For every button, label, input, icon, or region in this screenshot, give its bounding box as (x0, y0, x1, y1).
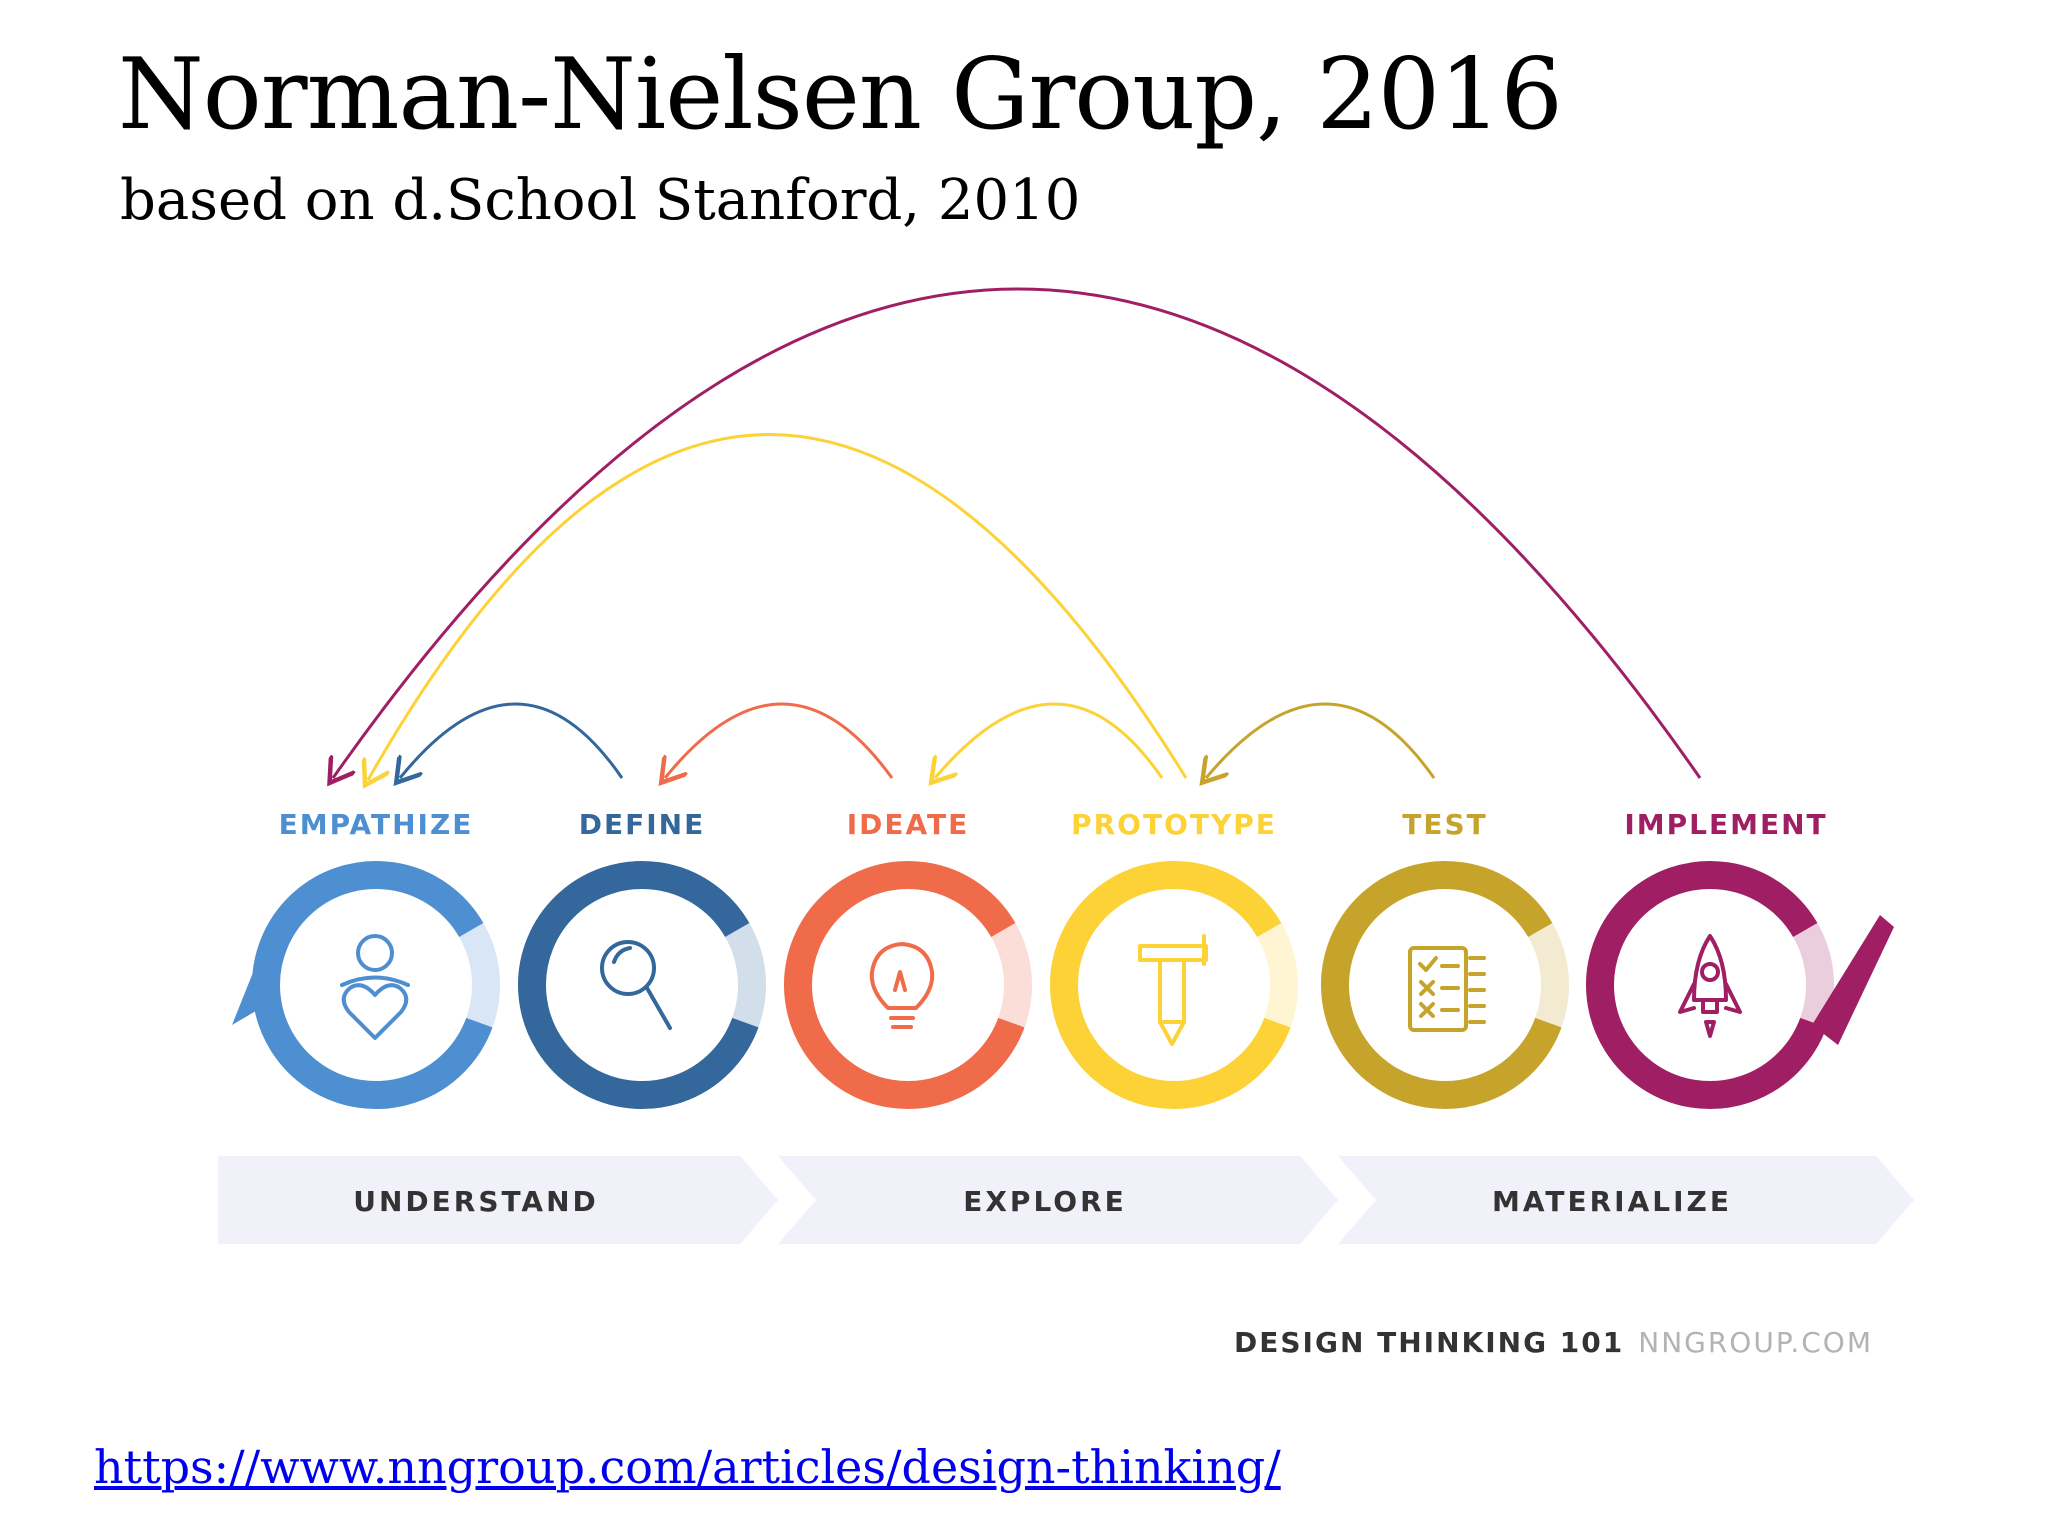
test-feedback-arc (1206, 702, 1436, 778)
define-feedback-arc (400, 702, 624, 778)
phase-label-understand: UNDERSTAND (353, 1185, 599, 1218)
stage-ring-test (1321, 861, 1569, 1109)
credit-site: NNGROUP.COM (1638, 1326, 1873, 1359)
stage-ring-tail (232, 915, 276, 1025)
prototype-small-arc (935, 702, 1164, 778)
stage-ring-implement (1586, 861, 1894, 1109)
lightbulb-icon (869, 942, 935, 1029)
stage-ring-empathize (232, 861, 500, 1109)
phase-label-materialize: MATERIALIZE (1492, 1185, 1732, 1218)
stage-label-implement: IMPLEMENT (1624, 808, 1827, 841)
stage-ring-ideate (784, 861, 1032, 1109)
stage-label-define: DEFINE (579, 808, 705, 841)
magnifier-icon (600, 940, 672, 1030)
stage-ring-head (1812, 915, 1894, 1045)
slide-subtitle: based on d.School Stanford, 2010 (120, 168, 1081, 233)
implement-feedback-arc (333, 287, 1702, 778)
phase-band-materialize (1338, 1156, 1914, 1244)
phase-label-explore: EXPLORE (963, 1185, 1127, 1218)
rocket-icon (1678, 934, 1742, 1038)
phase-band-understand (218, 1156, 778, 1244)
person-heart-icon (340, 934, 410, 1040)
phase-band-explore (778, 1156, 1338, 1244)
credit-line: DESIGN THINKING 101 NNGROUP.COM (1234, 1326, 1873, 1359)
prototype-feedback-arc (368, 433, 1188, 780)
stage-label-ideate: IDEATE (847, 808, 970, 841)
ideate-feedback-arc (665, 702, 894, 778)
source-link[interactable]: https://www.nngroup.com/articles/design-… (94, 1440, 1281, 1494)
checklist-icon (1408, 946, 1486, 1032)
stage-ring-prototype (1050, 861, 1298, 1109)
hammer-pencil-icon (1138, 934, 1208, 1046)
stage-label-empathize: EMPATHIZE (279, 808, 474, 841)
credit-title: DESIGN THINKING 101 (1234, 1326, 1624, 1359)
stage-label-prototype: PROTOTYPE (1071, 808, 1277, 841)
stage-label-test: TEST (1402, 808, 1488, 841)
stage-ring-define (518, 861, 766, 1109)
slide-title: Norman-Nielsen Group, 2016 (118, 38, 1563, 152)
